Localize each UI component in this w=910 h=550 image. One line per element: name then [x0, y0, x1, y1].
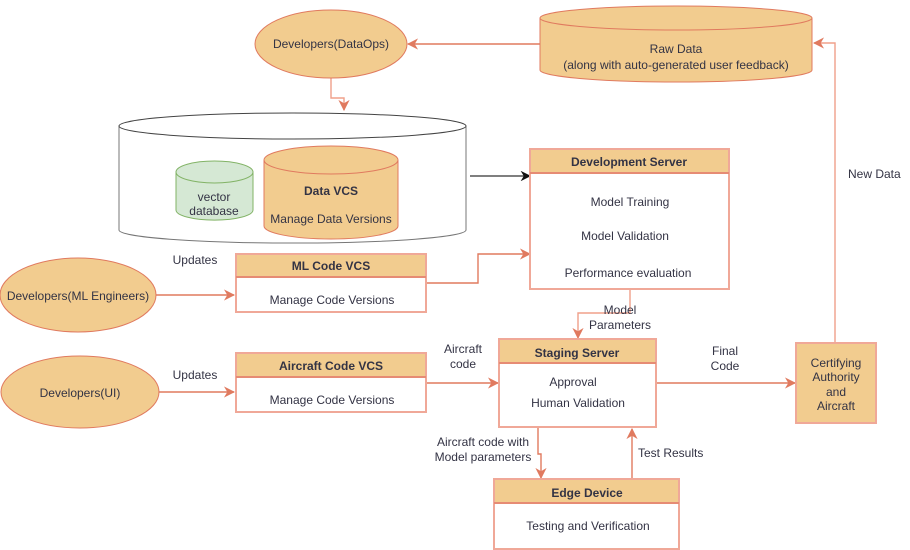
staging-server-title: Staging Server — [535, 346, 620, 360]
vector-db-line2: database — [189, 204, 239, 218]
ui-developers-node[interactable]: Developers(UI) — [0, 355, 160, 429]
certifying-line: Certifying — [811, 356, 862, 370]
raw-data-node[interactable]: Raw Data (along with auto-generated user… — [539, 5, 813, 83]
certifying-line: and — [826, 385, 846, 399]
edge-device-node[interactable]: Edge Device Testing and Verification — [493, 478, 680, 550]
certifying-line: Authority — [812, 370, 859, 384]
ui-developers-label: Developers(UI) — [40, 386, 121, 400]
staging-server-node[interactable]: Staging Server Approval Human Validation — [498, 338, 657, 428]
label-updates-ml: Updates — [173, 253, 218, 267]
label-model-parameters: Model — [604, 303, 637, 317]
raw-data-subtitle: (along with auto-generated user feedback… — [563, 58, 788, 72]
label-model-parameters: Parameters — [589, 318, 651, 332]
label-new-data: New Data — [848, 167, 901, 181]
edge-dataops-to-storage — [330, 78, 350, 112]
ml-code-vcs-body: Manage Code Versions — [270, 293, 395, 307]
dev-server-item: Performance evaluation — [565, 266, 692, 280]
data-vcs-node[interactable]: Data VCS Manage Data Versions — [263, 145, 399, 240]
edge-device-body: Testing and Verification — [526, 519, 649, 533]
edge-staging-to-edge — [535, 427, 547, 480]
data-vcs-title: Data VCS — [304, 184, 358, 198]
certifying-line: Aircraft — [817, 399, 856, 413]
label-aircraft-code-with-params: Aircraft code with — [437, 435, 529, 449]
certifying-authority-node[interactable]: Certifying Authority and Aircraft — [795, 342, 877, 424]
ml-code-vcs-node[interactable]: ML Code VCS Manage Code Versions — [235, 253, 427, 313]
data-vcs-body: Manage Data Versions — [270, 212, 391, 226]
label-aircraft-code-with-params: Model parameters — [435, 450, 532, 464]
label-final-code: Code — [711, 359, 740, 373]
aircraft-code-vcs-node[interactable]: Aircraft Code VCS Manage Code Versions — [235, 352, 427, 413]
dataops-label: Developers(DataOps) — [273, 37, 389, 51]
development-server-node[interactable]: Development Server Model Training Model … — [529, 148, 730, 290]
raw-data-title: Raw Data — [650, 42, 703, 56]
vector-database-node[interactable]: vector database — [175, 160, 254, 221]
aircraft-code-vcs-title: Aircraft Code VCS — [279, 359, 383, 373]
label-test-results: Test Results — [638, 446, 703, 460]
edge-mlvcs-to-devserver — [427, 248, 532, 284]
label-aircraft-code: code — [450, 357, 476, 371]
staging-server-item: Human Validation — [531, 396, 625, 410]
label-updates-ui: Updates — [173, 368, 218, 382]
vector-db-line1: vector — [198, 190, 231, 204]
ml-engineers-node[interactable]: Developers(ML Engineers) — [0, 257, 157, 333]
dev-server-item: Model Validation — [581, 229, 669, 243]
staging-server-item: Approval — [549, 375, 596, 389]
dataops-node[interactable]: Developers(DataOps) — [254, 9, 408, 79]
edge-device-title: Edge Device — [551, 486, 623, 500]
aircraft-code-vcs-body: Manage Code Versions — [270, 393, 395, 407]
edge-devserver-to-staging — [572, 289, 631, 340]
dev-server-item: Model Training — [591, 195, 670, 209]
ml-code-vcs-title: ML Code VCS — [292, 259, 370, 273]
ml-engineers-label: Developers(ML Engineers) — [7, 289, 149, 303]
dev-server-title: Development Server — [571, 155, 687, 169]
label-aircraft-code: Aircraft — [444, 342, 483, 356]
label-final-code: Final — [712, 344, 738, 358]
edge-certifying-to-rawdata — [812, 37, 836, 343]
